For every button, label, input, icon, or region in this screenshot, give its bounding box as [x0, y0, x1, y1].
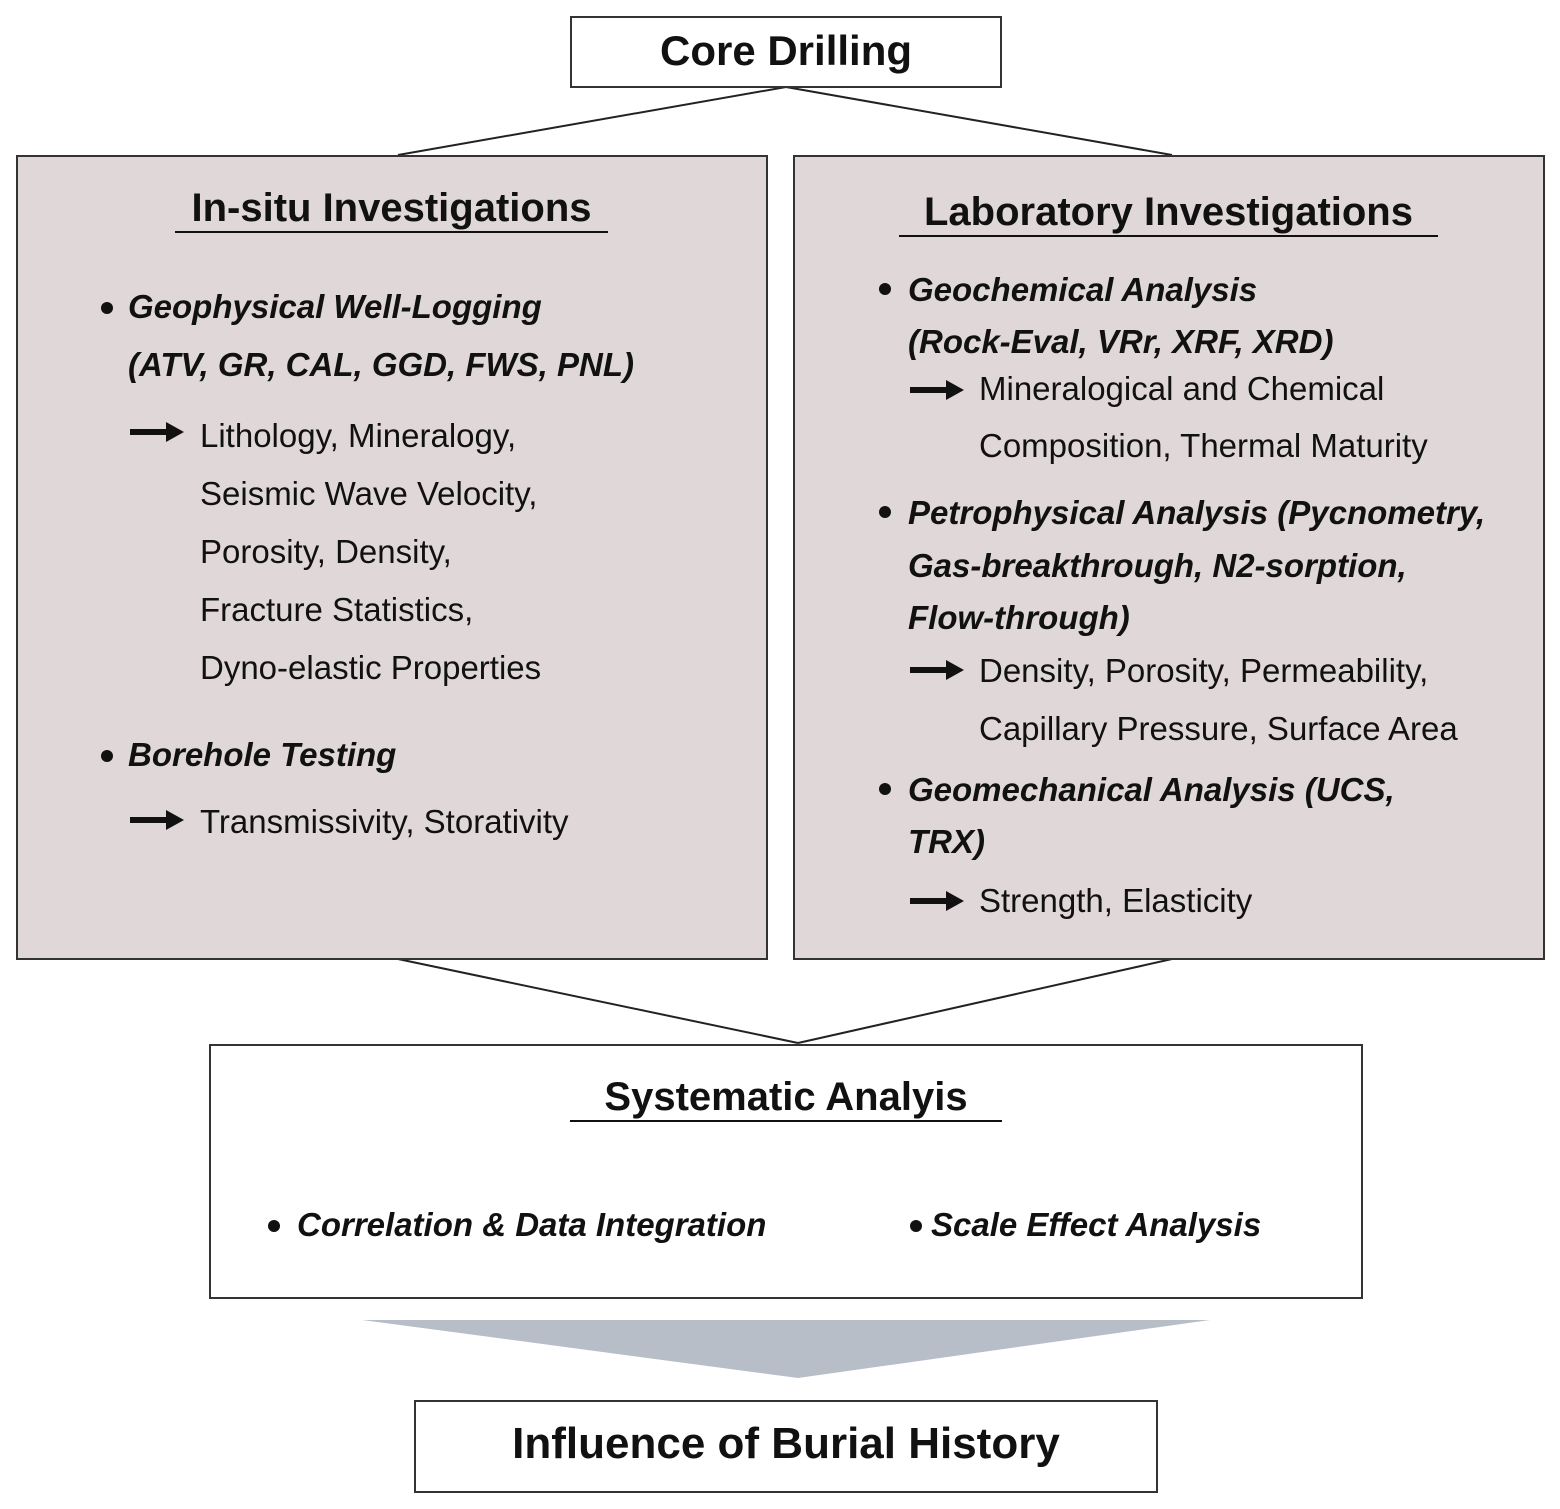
- core-drilling-title: Core Drilling: [659, 27, 913, 74]
- item-title: Flow-through): [908, 599, 1130, 636]
- result-text: Density, Porosity, Permeability,: [979, 652, 1429, 689]
- heading-underline: [570, 1120, 1002, 1122]
- systematic-analysis-box: [209, 1044, 1363, 1299]
- result-text: Strength, Elasticity: [979, 882, 1253, 919]
- in-situ-panel: [16, 155, 768, 960]
- laboratory-panel: [793, 155, 1545, 960]
- connector-line: [397, 86, 787, 156]
- in-situ-heading: In-situ Investigations: [191, 186, 592, 230]
- item-title: TRX): [908, 823, 985, 860]
- result-text: Lithology, Mineralogy,: [200, 417, 517, 454]
- item-title: Petrophysical Analysis (Pycnometry,: [908, 494, 1486, 531]
- bullet-icon: [910, 1220, 922, 1232]
- burial-history-box: [414, 1400, 1158, 1493]
- arrow-right-icon: [910, 891, 964, 911]
- item-title: (ATV, GR, CAL, GGD, FWS, PNL): [128, 346, 634, 383]
- result-text: Transmissivity, Storativity: [200, 803, 569, 840]
- heading-underline: [899, 235, 1438, 237]
- bullet-icon: [879, 783, 891, 795]
- result-text: Porosity, Density,: [200, 533, 452, 570]
- systematic-heading: Systematic Analyis: [604, 1075, 968, 1119]
- down-arrow-icon: [362, 1320, 1210, 1378]
- item-title: Gas-breakthrough, N2-sorption,: [908, 547, 1407, 584]
- laboratory-heading: Laboratory Investigations: [924, 190, 1413, 234]
- result-text: Mineralogical and Chemical: [979, 370, 1385, 407]
- burial-history-title: Influence of Burial History: [512, 1419, 1060, 1468]
- item-title: Geomechanical Analysis (UCS,: [908, 771, 1395, 808]
- result-text: Fracture Statistics,: [200, 591, 474, 628]
- heading-underline: [175, 231, 608, 233]
- core-drilling-box: [570, 16, 1002, 88]
- arrow-right-icon: [910, 380, 964, 400]
- item-title: Borehole Testing: [128, 736, 397, 773]
- item-title: Geochemical Analysis: [908, 271, 1258, 308]
- arrow-right-icon: [130, 422, 184, 442]
- connector-line: [397, 958, 799, 1044]
- bullet-icon: [101, 750, 113, 762]
- connector-line: [797, 958, 1173, 1044]
- bullet-icon: [101, 302, 113, 314]
- item-title: (Rock-Eval, VRr, XRF, XRD): [908, 323, 1334, 360]
- scale-effect-item: Scale Effect Analysis: [931, 1206, 1262, 1243]
- result-text: Seismic Wave Velocity,: [200, 475, 538, 512]
- arrow-right-icon: [130, 810, 184, 830]
- result-text: Dyno-elastic Properties: [200, 649, 542, 686]
- connector-line: [785, 86, 1173, 156]
- arrow-right-icon: [910, 660, 964, 680]
- result-text: Composition, Thermal Maturity: [979, 427, 1428, 464]
- bullet-icon: [268, 1220, 280, 1232]
- bullet-icon: [879, 283, 891, 295]
- result-text: Capillary Pressure, Surface Area: [979, 710, 1458, 747]
- bullet-icon: [879, 506, 891, 518]
- correlation-item: Correlation & Data Integration: [297, 1206, 767, 1243]
- item-title: Geophysical Well-Logging: [128, 288, 542, 325]
